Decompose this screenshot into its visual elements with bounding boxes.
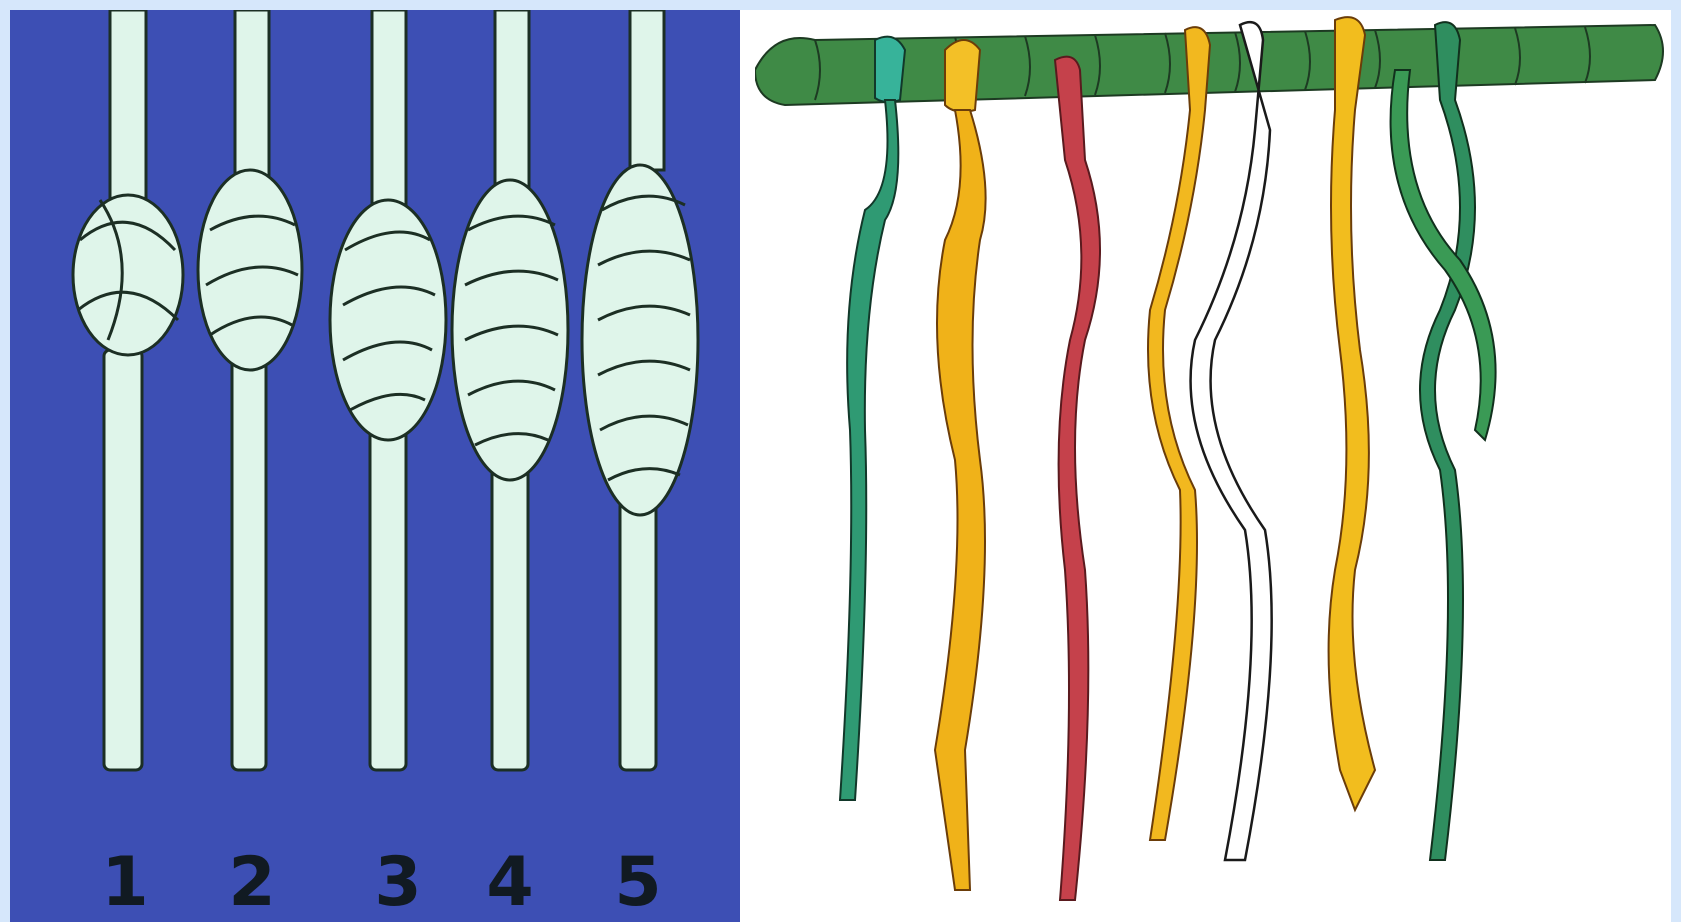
hanging-strands-illustration <box>755 10 1671 922</box>
knots-illustration: 1 2 3 4 5 <box>10 10 740 922</box>
knot-label-4: 4 <box>486 843 533 922</box>
knot-label-1: 1 <box>101 843 148 922</box>
knot-label-3: 3 <box>374 843 421 922</box>
knot-label-2: 2 <box>228 843 275 922</box>
image-frame: 1 2 3 4 5 <box>10 10 1671 922</box>
knot-label-5: 5 <box>614 843 661 922</box>
